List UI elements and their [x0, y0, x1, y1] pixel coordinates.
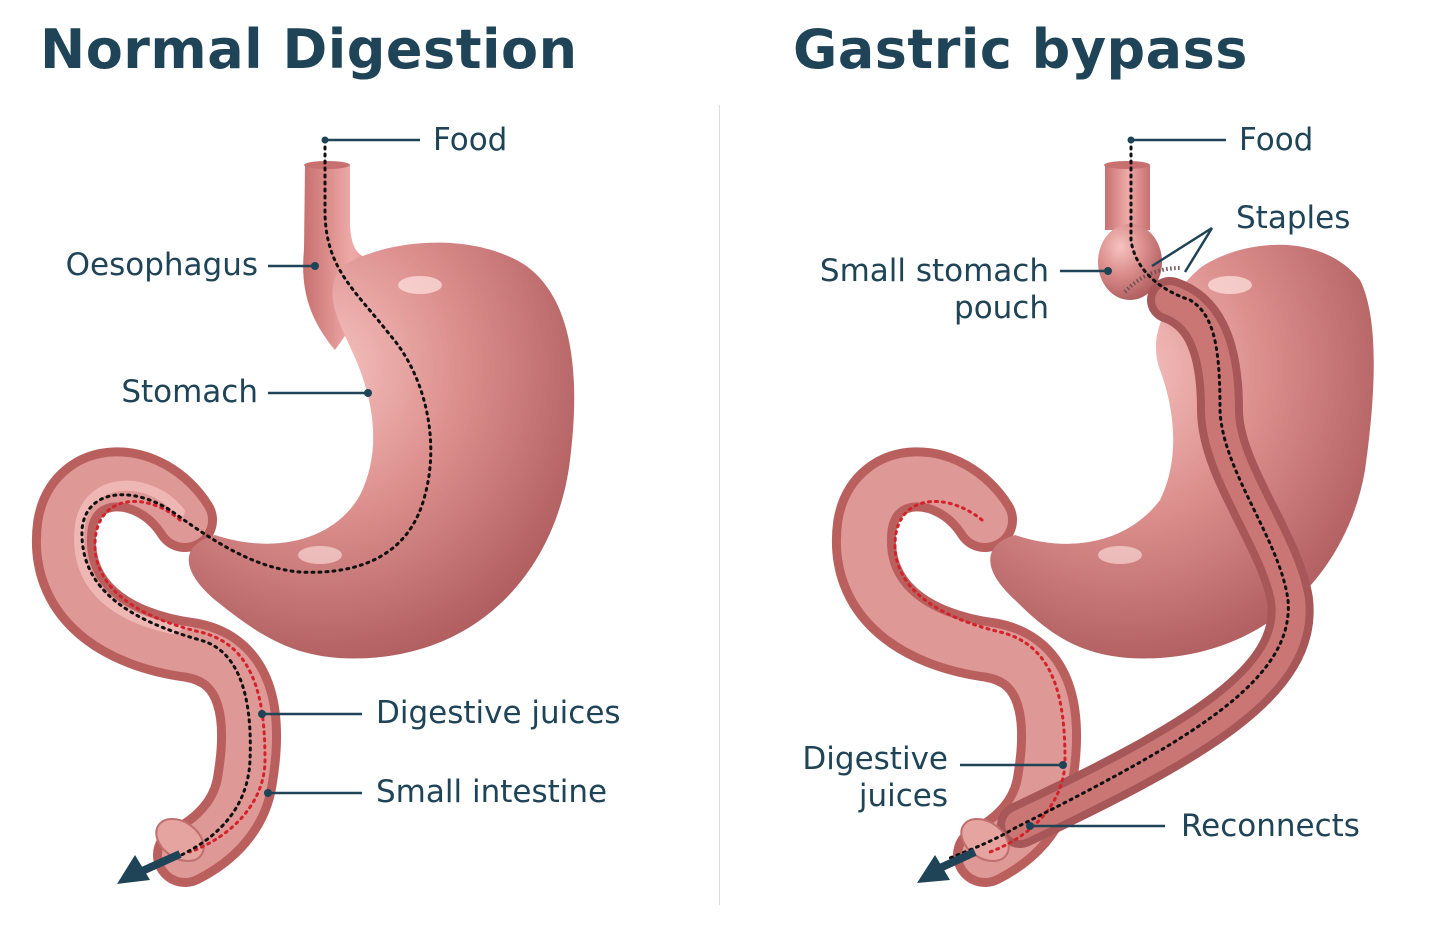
digestive-juices-path	[93, 499, 267, 854]
staples-line	[1123, 266, 1181, 294]
normal-digestion-illustration	[31, 136, 575, 887]
label-food: Food	[1239, 122, 1314, 158]
label-stomach: Stomach	[121, 374, 258, 410]
gastric-bypass-panel: Gastric bypass	[720, 0, 1440, 932]
gastric-bypass-title: Gastric bypass	[793, 18, 1248, 81]
label-staples: Staples	[1236, 200, 1351, 236]
label-small-stomach-pouch-line2: pouch	[954, 290, 1049, 326]
oesophagus-shape	[1105, 165, 1150, 230]
oesophagus-shape	[303, 165, 400, 350]
normal-digestion-title: Normal Digestion	[40, 18, 578, 81]
panel-divider	[719, 105, 720, 905]
label-oesophagus: Oesophagus	[65, 247, 258, 283]
digestive-juices-path	[893, 499, 1067, 854]
exit-arrow-icon	[117, 855, 150, 884]
stomach-shape	[188, 242, 575, 659]
food-path	[80, 138, 433, 860]
label-reconnects: Reconnects	[1181, 808, 1360, 844]
small-stomach-pouch-shape	[1098, 224, 1162, 300]
food-path	[948, 138, 1290, 860]
label-small-stomach-pouch-line1: Small stomach	[819, 253, 1049, 289]
exit-arrow-icon	[917, 855, 950, 883]
label-small-intestine: Small intestine	[376, 774, 608, 810]
label-food: Food	[433, 122, 508, 158]
label-digestive-juices-line1: Digestive	[802, 741, 948, 777]
label-digestive-juices: Digestive juices	[376, 695, 621, 731]
normal-digestion-panel: Normal Digestion	[31, 18, 621, 887]
gastric-bypass-illustration	[831, 136, 1374, 887]
label-digestive-juices-line2: juices	[858, 778, 948, 814]
